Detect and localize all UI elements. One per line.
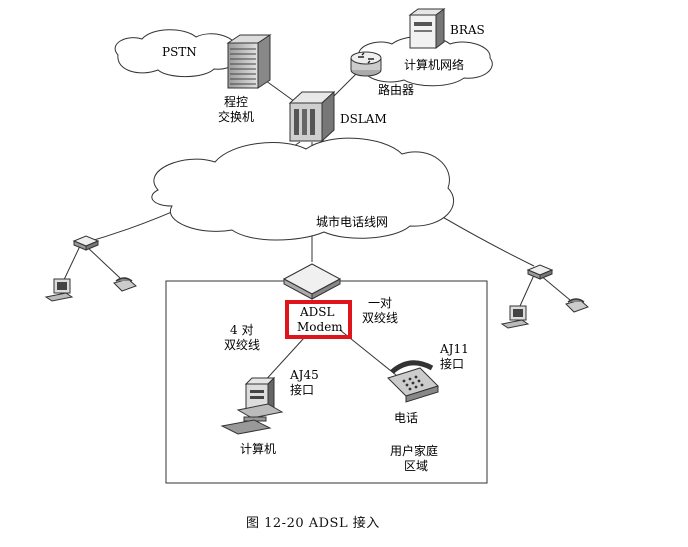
switch-label-line1: 程控 (224, 94, 248, 109)
right-splitter-icon (526, 264, 554, 280)
left-phone-icon (113, 277, 137, 292)
four-pair-label-line2: 双绞线 (224, 337, 260, 352)
switch-label-line2: 交换机 (218, 109, 254, 124)
home-area-label-line2: 区域 (404, 459, 428, 473)
bras-server-icon (408, 8, 446, 49)
computer-network-cloud (358, 36, 493, 87)
one-pair-label-line2: 双绞线 (362, 310, 398, 325)
dslam-icon (288, 90, 336, 143)
adsl-modem-label-line1: ADSL (299, 305, 335, 319)
bras-label: BRAS (450, 23, 485, 37)
one-pair-label-line1: 一对 (368, 296, 392, 310)
home-splitter-icon (282, 263, 342, 300)
aj45-label-line2: 接口 (290, 382, 314, 397)
home-area-label-line1: 用户家庭 (390, 443, 438, 458)
metro-network-cloud (151, 137, 454, 241)
computer-network-label: 计算机网络 (404, 57, 464, 72)
router-icon (350, 51, 382, 77)
metro-network-label: 城市电话线网 (316, 214, 388, 229)
aj45-label-line1: AJ45 (289, 368, 319, 382)
figure-caption: 图 12-20 ADSL 接入 (246, 516, 380, 531)
adsl-modem-highlight-box (285, 300, 352, 339)
adsl-modem-label-line2: Modem (297, 320, 343, 334)
computer-label: 计算机 (240, 441, 276, 456)
four-pair-label-line1: 4 对 (230, 323, 253, 337)
aj11-label-line2: 接口 (440, 356, 464, 371)
router-label: 路由器 (378, 82, 414, 97)
right-computer-icon (500, 305, 530, 329)
switch-server-icon (226, 34, 272, 89)
phone-label: 电话 (394, 411, 418, 425)
home-phone-icon (387, 360, 439, 403)
aj11-label-line1: AJ11 (439, 342, 469, 356)
left-splitter-icon (72, 235, 100, 251)
pstn-label: PSTN (162, 45, 197, 59)
left-computer-icon (44, 278, 74, 302)
dslam-label: DSLAM (340, 112, 387, 126)
home-computer-icon (220, 376, 284, 435)
right-phone-icon (565, 298, 589, 313)
